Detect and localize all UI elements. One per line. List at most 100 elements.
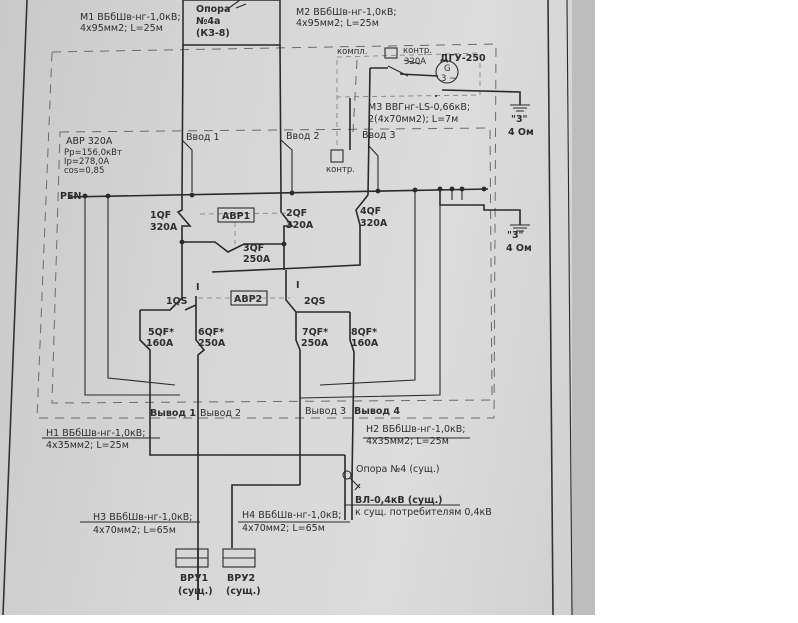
input-3-wire — [367, 67, 371, 196]
ground-1-value: 4 Ом — [508, 127, 534, 138]
m2-label-2: 4х95мм2; L=25м — [296, 18, 379, 29]
h1-label-2: 4х35мм2; L=25м — [46, 440, 129, 451]
support-top-l3: (КЗ-8) — [196, 28, 230, 39]
breaker-6qf — [195, 305, 206, 600]
support-top-l1: Опора — [196, 4, 230, 15]
overhead-line-l2: к сущ. потребителям 0,4кВ — [355, 507, 492, 518]
generator-phase: 3 ~ — [441, 74, 456, 84]
ground-2-wire — [439, 189, 521, 225]
breaker-2qf-id: 2QF — [286, 208, 307, 219]
breaker-6qf-rating: 250А — [198, 338, 226, 349]
pen-drop-out1 — [84, 196, 180, 396]
vru1-note: (сущ.) — [178, 586, 213, 597]
breaker-5qf-id: 5QF* — [148, 327, 174, 338]
gen-kontr-contact — [403, 59, 421, 65]
support-bottom-marker — [349, 477, 361, 491]
input-3-label: Ввод 3 — [362, 130, 396, 141]
input-2-wire — [279, 44, 282, 196]
output-4-label: Вывод 4 — [354, 406, 400, 417]
overhead-line-l1: ВЛ-0,4кВ (сущ.) — [355, 495, 443, 506]
h2-label-2: 4х35мм2; L=25м — [366, 436, 449, 447]
pen-drop-out1b — [107, 196, 176, 386]
h3-label-1: Н3 ВБбШв-нг-1,0кВ; — [93, 512, 192, 523]
frame-left-border — [2, 0, 28, 616]
vru2-name: ВРУ2 — [227, 573, 255, 584]
breaker-8qf — [349, 312, 355, 481]
pen-bus — [67, 188, 489, 198]
m3-label-2: 2(4х70мм2); L=7м — [368, 114, 458, 125]
vru2-box — [222, 548, 256, 568]
avr1-label: АВР1 — [222, 211, 250, 222]
switch-1qs-label: 1QS — [166, 296, 188, 307]
ground-1-mark: "3" — [511, 114, 528, 125]
breaker-4qf — [299, 194, 369, 269]
h1-label-1: Н1 ВБбШв-нг-1,0кВ; — [46, 428, 145, 439]
breaker-4qf-rating: 320А — [360, 218, 388, 229]
breaker-6qf-id: 6QF* — [198, 327, 224, 338]
m1-label-2: 4х95мм2; L=25м — [80, 23, 163, 34]
breaker-2qf-rating: 320А — [286, 220, 314, 231]
switch-2qs-label: 2QS — [304, 296, 326, 307]
breaker-3qf-id: 3QF — [243, 243, 264, 254]
h2-label-1: Н2 ВБбШв-нг-1,0кВ; — [366, 424, 465, 435]
breaker-1qf-id: 1QF — [150, 210, 171, 221]
pen-drop-out4 — [319, 190, 416, 386]
h4-label-1: Н4 ВБбШв-нг-1,0кВ; — [242, 510, 341, 521]
enclosure-avr-panel — [51, 127, 493, 404]
gen-contactor — [387, 65, 409, 77]
support-top-l2: №4а — [196, 16, 220, 27]
kontr-box — [330, 149, 344, 163]
sheet-edge — [572, 0, 595, 615]
m3-label-1: М3 ВВГнг-LS-0,66кВ; — [368, 102, 470, 113]
gen-contactor-wire — [370, 67, 439, 77]
output-2-label: Вывод 2 — [200, 408, 241, 419]
pen-drop-out4b — [299, 205, 441, 399]
h3-label-2: 4х70мм2; L=65м — [93, 525, 176, 536]
input-1-bend — [181, 139, 193, 192]
breaker-7qf-id: 7QF* — [302, 327, 328, 338]
frame-right-border — [547, 0, 554, 616]
input-1-wire — [181, 44, 184, 196]
panel-cos: cos=0,85 — [64, 166, 104, 176]
support-bottom-symbol — [342, 470, 352, 480]
breaker-7qf — [295, 312, 301, 485]
out4-wire — [344, 455, 353, 520]
pen-extra-taps — [451, 189, 463, 200]
m2-label-1: М2 ВБбШв-нг-1,0кВ; — [296, 7, 397, 18]
section-tie — [211, 267, 301, 273]
vru1-box — [175, 548, 209, 568]
input-1-label: Ввод 1 — [186, 132, 220, 143]
gen-rating-label: 320А — [404, 57, 426, 67]
panel-title: АВР 320А — [66, 136, 113, 147]
breaker-8qf-rating: 160А — [351, 338, 379, 349]
ground-2-mark: "3" — [507, 230, 524, 241]
generator-g: G — [444, 64, 451, 74]
kompl-label: компл. — [337, 47, 367, 57]
switch-2qs — [285, 270, 350, 313]
kontr-coil-box — [384, 47, 398, 59]
breaker-5qf-rating: 160А — [146, 338, 174, 349]
pen-bus-taps — [82, 186, 487, 199]
ground-2-symbol — [510, 224, 530, 232]
frame-outer-border — [566, 0, 573, 616]
avr1-link — [199, 212, 291, 215]
input-2-label: Ввод 2 — [286, 131, 320, 142]
kontr-box-label: контр. — [326, 165, 355, 175]
avr2-box — [230, 290, 268, 306]
breaker-5qf — [139, 310, 151, 418]
generator-name: ДГУ-250 — [440, 53, 486, 64]
gen-ground-wire — [349, 95, 437, 150]
ground-2-value: 4 Ом — [506, 243, 532, 254]
m1-label-1: М1 ВБбШв-нг-1,0кВ; — [80, 12, 181, 23]
generator-symbol — [435, 60, 459, 84]
breaker-1qf-rating: 320А — [150, 222, 178, 233]
panel-ip: Iр=278,0А — [64, 157, 109, 167]
out1-wire — [149, 418, 345, 456]
vru2-note: (сущ.) — [226, 586, 261, 597]
support-top-box — [182, 0, 281, 46]
panel-pp: Рр=156,0кВт — [64, 148, 122, 158]
avr2-label: АВР2 — [234, 294, 262, 305]
ground-1-wire — [441, 89, 521, 105]
